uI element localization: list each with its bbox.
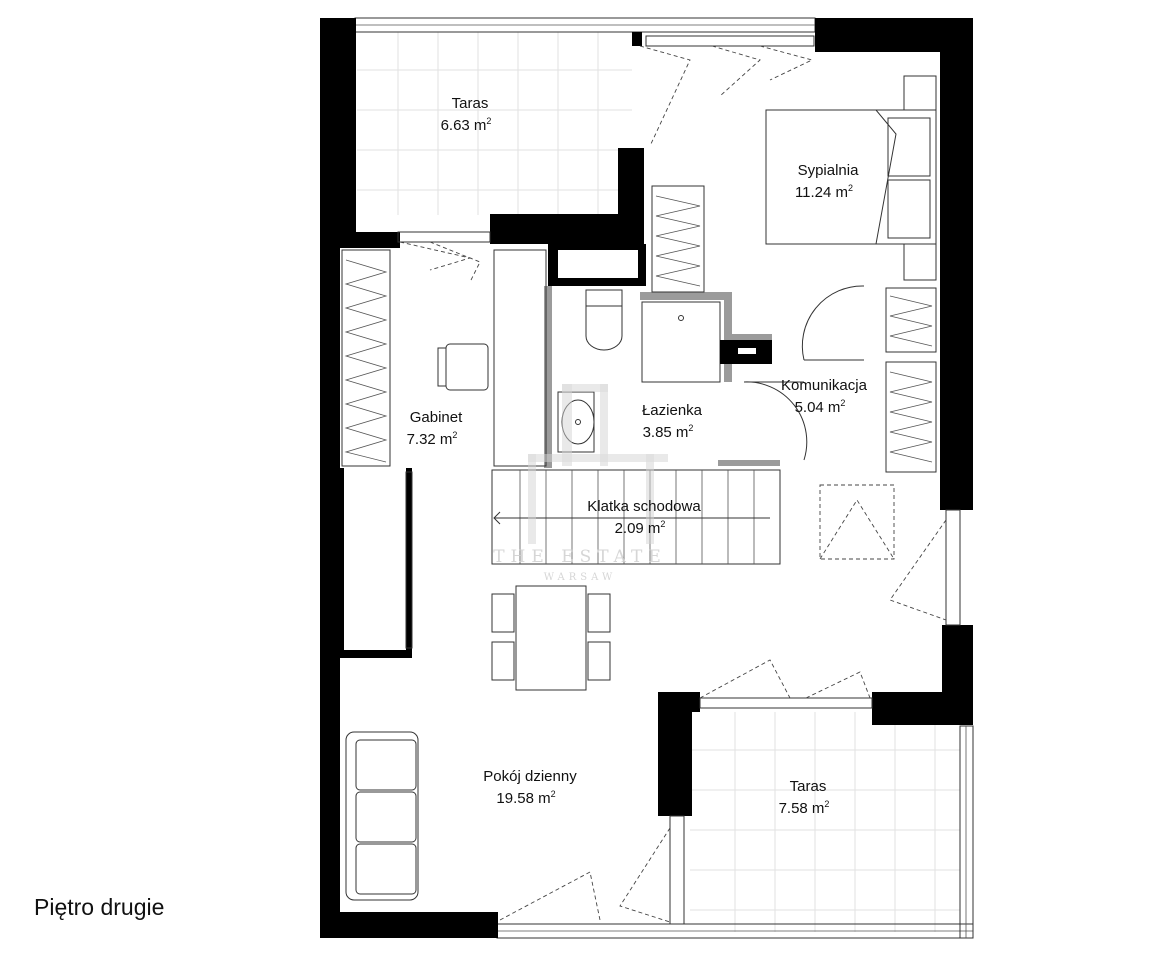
room-name-taras-bottom: Taras	[790, 778, 827, 795]
dining-set	[491, 585, 611, 691]
bathroom-fixtures	[557, 289, 772, 453]
room-labels: Taras 6.63 m2 Sypialnia 11.24 m2 Gabinet…	[407, 95, 868, 817]
room-area-pokoj: 19.58 m	[496, 790, 550, 807]
watermark: THE ESTATE WARSAW	[493, 384, 668, 583]
room-name-klatka: Klatka schodowa	[587, 498, 701, 515]
room-area-klatka: 2.09 m	[615, 520, 661, 537]
svg-text:5.04 m2: 5.04 m2	[795, 398, 846, 416]
room-name-sypialnia: Sypialnia	[798, 162, 860, 179]
terrace-top-grid	[357, 32, 632, 215]
room-name-lazienka: Łazienka	[642, 402, 703, 419]
room-area-sup-taras-bottom: 2	[824, 799, 829, 809]
room-area-sup-klatka: 2	[660, 519, 665, 529]
room-area-taras-bottom: 7.58 m	[779, 800, 825, 817]
room-name-pokoj: Pokój dzienny	[483, 768, 577, 785]
wardrobes	[341, 185, 937, 473]
sofa	[345, 731, 419, 901]
walls	[320, 18, 973, 938]
room-area-gabinet: 7.32 m	[407, 431, 453, 448]
watermark-city: WARSAW	[544, 572, 616, 583]
room-area-sup-sypialnia: 2	[848, 183, 853, 193]
svg-text:7.32 m2: 7.32 m2	[407, 430, 458, 448]
room-area-komunikacja: 5.04 m	[795, 399, 841, 416]
staircase	[491, 469, 781, 565]
svg-text:3.85 m2: 3.85 m2	[643, 423, 694, 441]
bed	[765, 75, 937, 281]
watermark-brand: THE ESTATE	[493, 547, 667, 567]
bathroom-partitions	[544, 286, 780, 468]
svg-text:7.58 m2: 7.58 m2	[779, 799, 830, 817]
room-name-komunikacja: Komunikacja	[781, 377, 868, 394]
room-area-sup-lazienka: 2	[688, 423, 693, 433]
terrace-bottom-grid	[690, 712, 960, 932]
skylight	[819, 484, 895, 560]
room-area-sup-gabinet: 2	[452, 430, 457, 440]
door-swings	[399, 45, 947, 923]
svg-text:2.09 m2: 2.09 m2	[615, 519, 666, 537]
room-area-sup-komunikacja: 2	[840, 398, 845, 408]
room-area-sup-pokoj: 2	[551, 789, 556, 799]
svg-text:11.24 m2: 11.24 m2	[795, 183, 853, 201]
windows	[397, 35, 961, 925]
desk	[437, 249, 547, 467]
svg-text:6.63 m2: 6.63 m2	[441, 116, 492, 134]
room-area-taras-top: 6.63 m	[441, 117, 487, 134]
room-area-sup-taras-top: 2	[486, 116, 491, 126]
svg-text:19.58 m2: 19.58 m2	[496, 789, 555, 807]
room-area-lazienka: 3.85 m	[643, 424, 689, 441]
room-name-gabinet: Gabinet	[410, 409, 463, 426]
floor-title: Piętro drugie	[34, 894, 165, 920]
room-area-sypialnia: 11.24 m	[795, 184, 848, 201]
room-name-taras-top: Taras	[452, 95, 489, 112]
